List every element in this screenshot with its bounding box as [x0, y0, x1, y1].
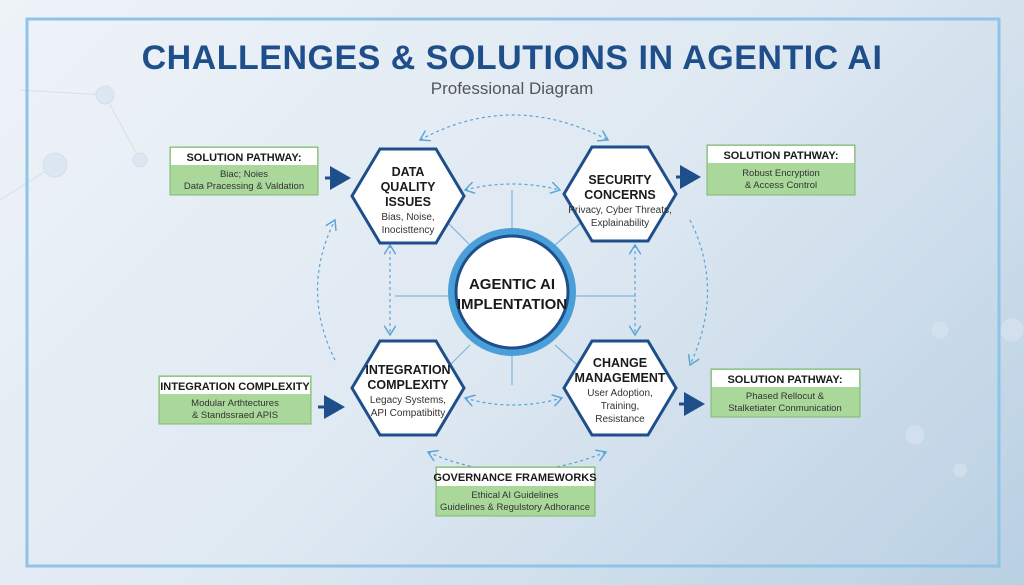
- challenge-data-quality: DATA QUALITY ISSUES Bias, Noise, Inocist…: [350, 147, 466, 245]
- challenge-title: CHANGE: [593, 356, 647, 370]
- solution-body: Ethical AI Guidelines: [471, 490, 558, 501]
- solution-heading: INTEGRATION COMPLEXITY: [160, 381, 310, 393]
- challenge-title: QUALITY: [381, 180, 437, 194]
- page-subtitle: Professional Diagram: [431, 79, 594, 98]
- solution-body: Modular Arthtectures: [191, 398, 279, 409]
- challenge-change-management: CHANGE MANAGEMENT User Adoption, Trainin…: [562, 339, 678, 437]
- solution-heading: GOVERNANCE FRAMEWORKS: [433, 472, 596, 484]
- challenge-detail: Explainability: [591, 218, 649, 229]
- challenge-detail: Legacy Systems,: [370, 395, 446, 406]
- solution-body: Guidelines & Regulstory Adhorance: [440, 502, 590, 513]
- challenge-detail: Bias, Noise,: [381, 212, 434, 223]
- solution-heading: SOLUTION PATHWAY:: [186, 152, 301, 164]
- challenge-title: INTEGRATION: [365, 363, 450, 377]
- challenge-title: DATA: [392, 165, 425, 179]
- challenge-security: SECURITY CONCERNS Privacy, Cyber Threats…: [562, 145, 678, 243]
- challenge-detail: Inocisttency: [382, 225, 435, 236]
- challenge-detail: Privacy, Cyber Threats,: [568, 205, 672, 216]
- solution-box-governance: GOVERNANCE FRAMEWORKS Ethical AI Guideli…: [433, 466, 597, 517]
- solution-body: & Access Control: [745, 180, 817, 191]
- challenge-detail: User Adoption,: [587, 388, 653, 399]
- center-node: AGENTIC AI IMPLENTATION: [448, 228, 576, 356]
- solution-heading: SOLUTION PATHWAY:: [723, 150, 838, 162]
- background-network: [0, 85, 1024, 478]
- solution-heading: SOLUTION PATHWAY:: [727, 374, 842, 386]
- challenge-detail: Resistance: [595, 414, 645, 425]
- challenge-title: COMPLEXITY: [367, 378, 449, 392]
- solution-body: Biac; Noies: [220, 169, 268, 180]
- challenge-title: SECURITY: [588, 173, 652, 187]
- challenge-detail: API Compatibitty: [371, 408, 445, 419]
- page-title: CHALLENGES & SOLUTIONS IN AGENTIC AI: [142, 39, 883, 77]
- solution-box-change-management: SOLUTION PATHWAY: Phased Rellocut & Stal…: [710, 368, 861, 418]
- challenge-title: CONCERNS: [584, 188, 656, 202]
- challenge-title: ISSUES: [385, 195, 431, 209]
- solution-arrows: [318, 165, 705, 419]
- challenge-integration: INTEGRATION COMPLEXITY Legacy Systems, A…: [350, 339, 466, 437]
- solution-box-integration: INTEGRATION COMPLEXITY Modular Arthtectu…: [158, 375, 312, 425]
- solution-body: & Standssraed APIS: [192, 410, 278, 421]
- center-label-line1: AGENTIC AI: [469, 276, 555, 293]
- center-label-line2: IMPLENTATION: [457, 296, 567, 313]
- solution-box-data-quality: SOLUTION PATHWAY: Biac; Noies Data Prace…: [169, 146, 319, 196]
- solution-body: Data Pracessing & Valdation: [184, 181, 304, 192]
- solution-body: Robust Encryption: [742, 168, 820, 179]
- cycle-arrows: [317, 114, 708, 472]
- challenge-detail: Training,: [601, 401, 640, 412]
- solution-body: Phased Rellocut &: [746, 391, 825, 402]
- solution-box-security: SOLUTION PATHWAY: Robust Encryption & Ac…: [706, 144, 856, 196]
- solution-body: Stalketiater Conmunication: [728, 403, 842, 414]
- outer-frame: [25, 17, 1001, 568]
- challenge-title: MANAGEMENT: [575, 371, 666, 385]
